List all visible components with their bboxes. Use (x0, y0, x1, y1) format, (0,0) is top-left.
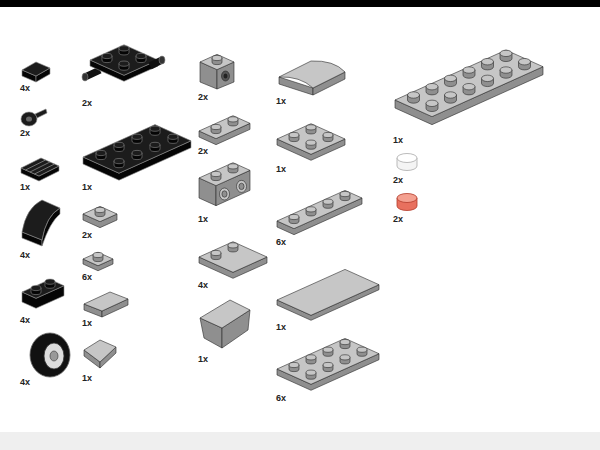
black-cheese-slope (22, 62, 50, 82)
quantity-label: 4x (20, 316, 30, 325)
quantity-label: 2x (393, 215, 403, 224)
grey-plate-2x2 (277, 124, 345, 161)
quantity-label: 6x (82, 273, 92, 282)
grey-plate-2x6 (395, 50, 543, 125)
quantity-label: 1x (276, 97, 286, 106)
black-plate-2x4 (83, 125, 191, 181)
quantity-label: 4x (198, 281, 208, 290)
top-bar (0, 0, 600, 7)
grey-plate-2x4 (277, 338, 379, 390)
quantity-label: 1x (393, 136, 403, 145)
clear-round-tile (397, 154, 417, 171)
grey-wedge-small (84, 292, 128, 317)
black-curved-slope (22, 200, 60, 246)
quantity-label: 1x (82, 183, 92, 192)
quantity-label: 4x (20, 378, 30, 387)
black-tire (30, 333, 70, 377)
bottom-band (0, 432, 600, 450)
grey-wedge-slope (200, 300, 250, 348)
grey-jumper-plate (199, 242, 267, 279)
black-plate-holder (22, 279, 64, 308)
quantity-label: 4x (20, 84, 30, 93)
grey-curved-slope (279, 61, 345, 95)
trans-red-round-tile (397, 194, 417, 211)
quantity-label: 2x (82, 99, 92, 108)
black-grille-tile (21, 158, 59, 181)
quantity-label: 4x (20, 251, 30, 260)
grey-brick-side-studs (199, 163, 250, 206)
quantity-label: 1x (82, 319, 92, 328)
grey-small-plate-1x1 (83, 252, 113, 271)
grey-plate-1x1 (83, 206, 117, 227)
quantity-label: 2x (198, 93, 208, 102)
quantity-label: 2x (393, 176, 403, 185)
quantity-label: 6x (276, 238, 286, 247)
quantity-label: 2x (82, 231, 92, 240)
grey-tile-2x4 (277, 269, 379, 320)
quantity-label: 6x (276, 394, 286, 403)
quantity-label: 1x (198, 215, 208, 224)
quantity-label: 1x (198, 355, 208, 364)
quantity-label: 2x (198, 147, 208, 156)
quantity-label: 1x (276, 165, 286, 174)
grey-plate-1x2 (199, 116, 250, 145)
black-plate-with-pins (82, 45, 165, 82)
grey-wedge-plate (84, 340, 116, 368)
quantity-label: 1x (20, 183, 30, 192)
black-round-bar-piece (21, 109, 47, 126)
quantity-label: 1x (82, 374, 92, 383)
quantity-label: 2x (20, 129, 30, 138)
quantity-label: 1x (276, 323, 286, 332)
grey-plate-1x4 (277, 190, 362, 234)
grey-bracket (200, 54, 234, 89)
